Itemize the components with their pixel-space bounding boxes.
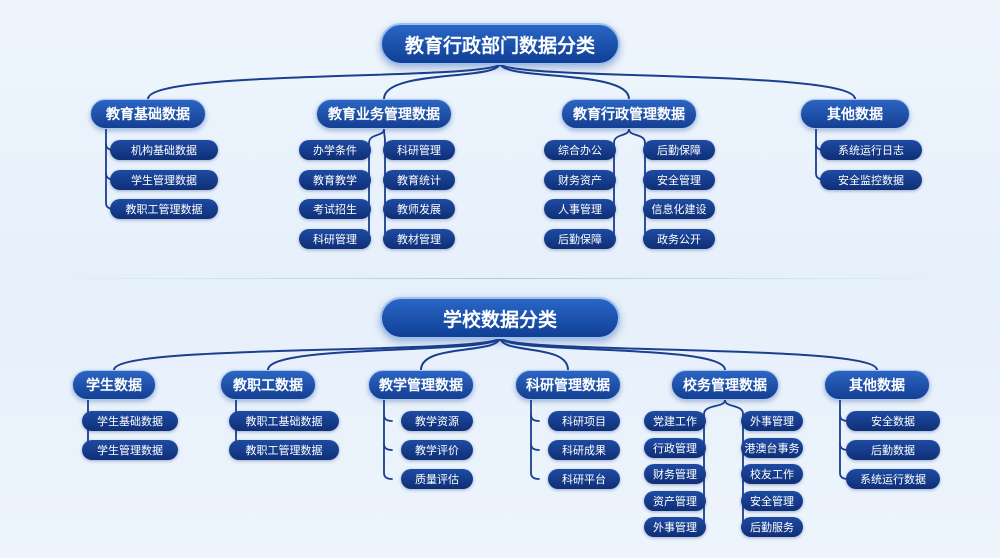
leaf-item: 教师发展 (383, 199, 455, 219)
leaf-item: 校友工作 (741, 464, 803, 484)
connector-path (383, 443, 393, 451)
leaf-item: 教材管理 (383, 228, 455, 249)
leaf-item: 学生基础数据 (82, 411, 178, 431)
leaf-item: 信息化建设 (643, 199, 715, 219)
connector-path (499, 336, 569, 371)
connector-path (530, 399, 540, 480)
leaf-item: 人事管理 (544, 199, 616, 219)
connector-path (839, 399, 849, 480)
category-node: 校务管理数据 (671, 370, 779, 400)
connector-path (499, 336, 726, 371)
leaf-item: 外事管理 (741, 411, 803, 431)
connector-path (530, 443, 540, 451)
leaf-item: 财务管理 (644, 464, 706, 484)
leaf-item: 科研项目 (548, 411, 620, 431)
connector-path (105, 128, 115, 210)
connector-path (383, 414, 393, 422)
category-node: 教学管理数据 (368, 370, 474, 400)
section-divider (40, 278, 960, 279)
leaf-item: 考试招生 (299, 199, 371, 219)
leaf-item: 学生管理数据 (82, 440, 178, 460)
leaf-item: 安全监控数据 (820, 169, 922, 190)
leaf-item: 安全管理 (741, 490, 803, 511)
leaf-item: 系统运行数据 (846, 469, 940, 489)
leaf-item: 质量评估 (401, 469, 473, 489)
connector-path (147, 62, 501, 100)
leaf-item: 教育教学 (299, 169, 371, 190)
leaf-item: 教学评价 (401, 440, 473, 460)
connector-path (499, 336, 878, 371)
leaf-item: 学生管理数据 (110, 169, 218, 190)
leaf-item: 安全数据 (846, 411, 940, 431)
leaf-item: 教职工管理数据 (110, 199, 218, 219)
section-title: 教育行政部门数据分类 (380, 23, 620, 65)
leaf-item: 党建工作 (644, 411, 706, 431)
leaf-item: 系统运行日志 (820, 140, 922, 160)
leaf-item: 教职工管理数据 (229, 440, 339, 460)
leaf-item: 教学资源 (401, 411, 473, 431)
leaf-item: 行政管理 (644, 437, 706, 458)
leaf-item: 安全管理 (643, 169, 715, 190)
leaf-item: 教职工基础数据 (229, 411, 339, 431)
connector-path (383, 62, 501, 100)
leaf-item: 综合办公 (544, 140, 616, 160)
leaf-item: 科研平台 (548, 469, 620, 489)
category-node: 教育业务管理数据 (316, 99, 452, 129)
leaf-item: 科研成果 (548, 440, 620, 460)
leaf-item: 科研管理 (299, 228, 371, 249)
leaf-item: 政务公开 (643, 228, 715, 249)
leaf-item: 港澳台事务 (741, 437, 803, 458)
category-node: 其他数据 (800, 99, 910, 129)
connector-path (420, 336, 501, 371)
leaf-item: 机构基础数据 (110, 140, 218, 160)
leaf-item: 外事管理 (644, 517, 706, 537)
leaf-item: 科研管理 (383, 140, 455, 160)
leaf-item: 办学条件 (299, 140, 371, 160)
leaf-item: 后勤保障 (544, 228, 616, 249)
leaf-item: 后勤服务 (741, 517, 803, 537)
category-node: 学生数据 (72, 370, 156, 400)
category-node: 科研管理数据 (515, 370, 621, 400)
category-node: 教职工数据 (220, 370, 316, 400)
leaf-item: 教育统计 (383, 169, 455, 190)
connector-path (499, 62, 856, 100)
category-node: 其他数据 (824, 370, 930, 400)
category-node: 教育基础数据 (90, 99, 206, 129)
leaf-item: 后勤数据 (846, 440, 940, 460)
connector-path (383, 399, 393, 480)
connector-path (499, 62, 630, 100)
section-title: 学校数据分类 (380, 297, 620, 339)
connector-path (530, 414, 540, 422)
category-node: 教育行政管理数据 (561, 99, 697, 129)
connector-path (267, 336, 501, 371)
connector-path (113, 336, 501, 371)
leaf-item: 后勤保障 (643, 140, 715, 160)
leaf-item: 财务资产 (544, 169, 616, 190)
leaf-item: 资产管理 (644, 490, 706, 511)
